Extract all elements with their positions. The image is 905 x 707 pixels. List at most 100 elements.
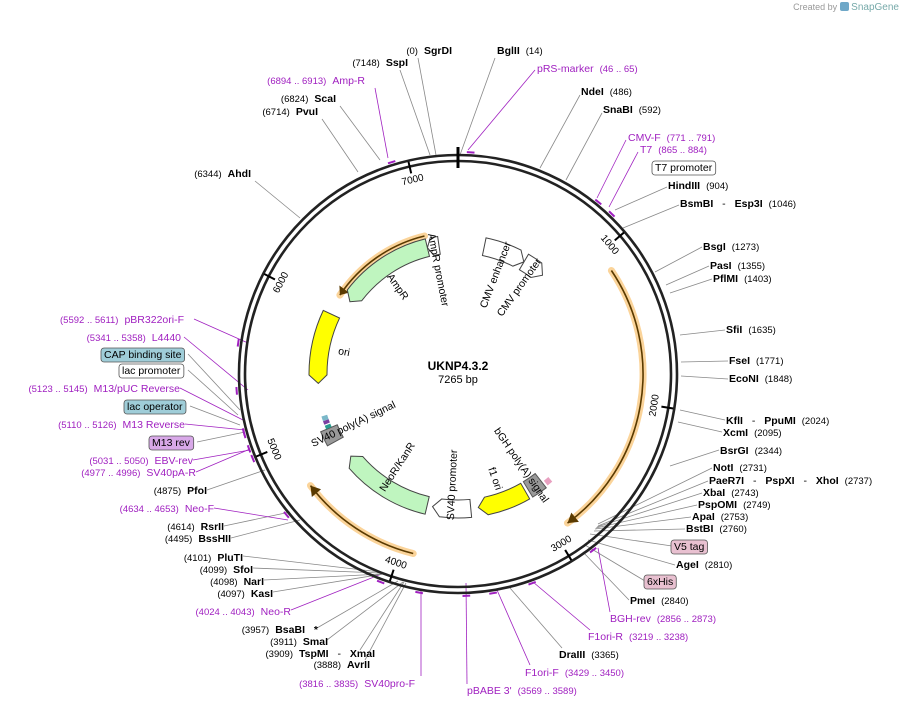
- site-label-6xhis[interactable]: 6xHis: [643, 574, 677, 590]
- site-label-sgrdi[interactable]: (0)SgrDI: [406, 45, 452, 57]
- site-label-bsgi[interactable]: BsgI(1273): [703, 241, 759, 253]
- feature-f1-ori[interactable]: [477, 482, 531, 516]
- credit-prefix: Created by: [793, 2, 838, 12]
- leader-line: [465, 582, 468, 685]
- site-label-avrii[interactable]: (3888)AvrII: [314, 659, 371, 671]
- site-label-text: (4495)BssHII: [165, 533, 231, 545]
- site-label-text: (6824)ScaI: [281, 93, 336, 105]
- feature-ampr[interactable]: [346, 238, 431, 303]
- site-label-nari[interactable]: (4098)NarI: [210, 576, 264, 588]
- site-label-econi[interactable]: EcoNI(1848): [729, 373, 792, 385]
- site-label-sv40pa-r[interactable]: (4977 .. 4996)SV40pA-R: [81, 467, 196, 479]
- site-label-noti[interactable]: NotI(2731): [713, 462, 767, 474]
- site-label-pvui[interactable]: (6714)PvuI: [262, 106, 318, 118]
- site-label-t7[interactable]: T7(865 .. 884): [640, 144, 707, 156]
- site-label-fsei[interactable]: FseI(1771): [729, 355, 783, 367]
- leader-line: [196, 431, 246, 443]
- site-label-snabi[interactable]: SnaBI(592): [603, 104, 661, 116]
- feature-cmv-promoter[interactable]: [518, 253, 544, 278]
- site-label-prs-marker[interactable]: pRS-marker(46 .. 65): [537, 63, 638, 75]
- site-label-text: SfiI(1635): [726, 324, 776, 336]
- site-label-apai[interactable]: ApaI(2753): [692, 511, 748, 523]
- site-label-pspomi[interactable]: PspOMI(2749): [698, 499, 771, 511]
- leader-line: [187, 353, 241, 411]
- site-label-pluti[interactable]: (4101)PluTI: [184, 552, 243, 564]
- site-label-rsrii[interactable]: (4614)RsrII: [167, 521, 224, 533]
- site-label-cmv-f[interactable]: CMV-F(771 .. 791): [628, 132, 715, 144]
- site-label-sspi[interactable]: (7148)SspI: [352, 57, 408, 69]
- orf-arc: [567, 270, 644, 524]
- feature-sv40-poly-a-signal[interactable]: [320, 424, 344, 447]
- site-label-bsshii[interactable]: (4495)BssHII: [165, 533, 231, 545]
- site-label-bsrgi[interactable]: BsrGI(2344): [720, 445, 782, 457]
- leader-line: [509, 587, 563, 649]
- site-label-tspmi[interactable]: (3909)TspMI - XmaI: [266, 648, 376, 660]
- site-label-text: BsrGI(2344): [720, 445, 782, 457]
- site-label-text: F1ori-R(3219 .. 3238): [588, 631, 688, 643]
- site-label-xbai[interactable]: XbaI(2743): [703, 487, 759, 499]
- site-label-pasi[interactable]: PasI(1355): [710, 260, 765, 272]
- site-label-lac-promoter[interactable]: lac promoter: [118, 363, 185, 379]
- site-label-kasi[interactable]: (4097)KasI: [217, 588, 273, 600]
- site-label-paer7i[interactable]: PaeR7I - PspXI - XhoI(2737): [709, 475, 872, 487]
- site-label-text: PaeR7I - PspXI - XhoI(2737): [709, 475, 872, 487]
- site-label-pmei[interactable]: PmeI(2840): [630, 595, 689, 607]
- site-label-v5-tag[interactable]: V5 tag: [670, 539, 708, 555]
- site-label-agei[interactable]: AgeI(2810): [676, 559, 732, 571]
- site-label-smai[interactable]: (3911)SmaI: [270, 636, 328, 648]
- leader-line: [597, 480, 709, 527]
- site-label-f1ori-f[interactable]: F1ori-F(3429 .. 3450): [525, 667, 624, 679]
- leader-line: [597, 547, 611, 613]
- site-label-m13-puc-reverse[interactable]: (5123 .. 5145)M13/pUC Reverse: [28, 383, 180, 395]
- site-label-hindiii[interactable]: HindIII(904): [668, 180, 728, 192]
- site-label-sv40pro-f[interactable]: (3816 .. 3835)SV40pro-F: [299, 678, 415, 690]
- site-label-bgh-rev[interactable]: BGH-rev(2856 .. 2873): [610, 613, 716, 625]
- feature-sv40-promoter[interactable]: [431, 498, 473, 519]
- site-label-m13-reverse[interactable]: (5110 .. 5126)M13 Reverse: [58, 419, 185, 431]
- site-label-pfoi[interactable]: (4875)PfoI: [154, 485, 207, 497]
- feature-ori[interactable]: [308, 309, 341, 385]
- site-label-t7-promoter[interactable]: T7 promoter: [651, 160, 717, 176]
- leader-line: [189, 405, 241, 426]
- site-label-kfli[interactable]: KflI - PpuMI(2024): [726, 415, 829, 427]
- feature-label-box: [123, 399, 187, 415]
- feature-ampr-promoter[interactable]: [426, 235, 441, 256]
- site-label-neo-f[interactable]: (4634 .. 4653)Neo-F: [120, 503, 214, 515]
- site-label-pbabe-3-[interactable]: pBABE 3'(3569 .. 3589): [467, 685, 577, 697]
- site-label-sfoi[interactable]: (4099)SfoI: [200, 564, 253, 576]
- site-label-cap-binding-site[interactable]: CAP binding site: [100, 347, 185, 363]
- site-label-bglii[interactable]: BglII(14): [497, 45, 543, 57]
- primer-site-marker: [387, 160, 396, 165]
- site-label-neo-r[interactable]: (4024 .. 4043)Neo-R: [196, 606, 292, 618]
- site-label-text: BsmBI - Esp3I(1046): [680, 198, 796, 210]
- site-label-bsmbi[interactable]: BsmBI - Esp3I(1046): [680, 198, 796, 210]
- site-label-bstbi[interactable]: BstBI(2760): [686, 523, 747, 535]
- leader-line: [669, 278, 713, 294]
- site-label-amp-r[interactable]: (6894 .. 6913)Amp-R: [267, 75, 365, 87]
- feature-neor-kanr[interactable]: [348, 455, 430, 515]
- site-label-ndei[interactable]: NdeI(486): [581, 86, 632, 98]
- site-label-pflmi[interactable]: PflMI(1403): [713, 273, 772, 285]
- site-label-text: (5123 .. 5145)M13/pUC Reverse: [28, 383, 180, 395]
- site-label-xcmi[interactable]: XcmI(2095): [723, 427, 782, 439]
- site-label-sfii[interactable]: SfiI(1635): [726, 324, 776, 336]
- feature-cmv-enhancer[interactable]: [481, 237, 525, 267]
- site-label-m13-rev[interactable]: M13 rev: [148, 435, 195, 451]
- site-label-text: (3911)SmaI: [270, 636, 328, 648]
- feature-bgh-poly-a-signal[interactable]: [522, 472, 547, 498]
- site-label-f1ori-r[interactable]: F1ori-R(3219 .. 3238): [588, 631, 688, 643]
- leader-line: [532, 581, 591, 631]
- site-label-scai[interactable]: (6824)ScaI: [281, 93, 336, 105]
- site-label-pbr322ori-f[interactable]: (5592 .. 5611)pBR322ori-F: [60, 314, 184, 326]
- site-label-draiii[interactable]: DraIII(3365): [559, 649, 619, 661]
- site-label-ahdi[interactable]: (6344)AhdI: [194, 168, 251, 180]
- center-title: UKNP4.3.2 7265 bp: [428, 359, 489, 386]
- site-label-lac-operator[interactable]: lac operator: [123, 399, 187, 415]
- site-label-text: PflMI(1403): [713, 273, 772, 285]
- site-label-ebv-rev[interactable]: (5031 .. 5050)EBV-rev: [89, 455, 193, 467]
- site-label-bsabi[interactable]: (3957)BsaBI *: [242, 624, 319, 636]
- site-label-text: (4099)SfoI: [200, 564, 253, 576]
- site-label-l4440[interactable]: (5341 .. 5358)L4440: [87, 332, 182, 344]
